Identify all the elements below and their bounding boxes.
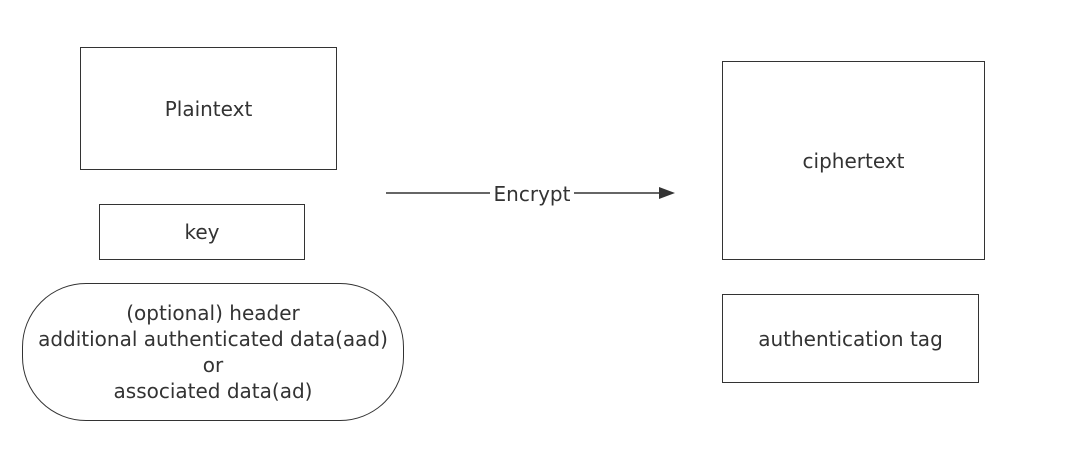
header-label-line-2: additional authenticated data(aad) — [38, 327, 388, 351]
key-label: key — [184, 220, 220, 244]
ciphertext-label: ciphertext — [802, 148, 905, 173]
encrypt-label: Encrypt — [490, 180, 574, 208]
header-label-line-4: associated data(ad) — [113, 379, 313, 403]
key-box: key — [99, 204, 305, 260]
plaintext-box: Plaintext — [80, 47, 337, 170]
authentication-tag-box: authentication tag — [722, 294, 979, 383]
authentication-tag-label: authentication tag — [758, 326, 943, 351]
header-label-line-1: (optional) header — [126, 301, 300, 325]
ciphertext-box: ciphertext — [722, 61, 985, 260]
plaintext-label: Plaintext — [164, 96, 253, 121]
encrypt-arrowhead — [659, 187, 675, 199]
header-box: (optional) header additional authenticat… — [22, 283, 404, 421]
header-label-line-3: or — [202, 353, 224, 377]
